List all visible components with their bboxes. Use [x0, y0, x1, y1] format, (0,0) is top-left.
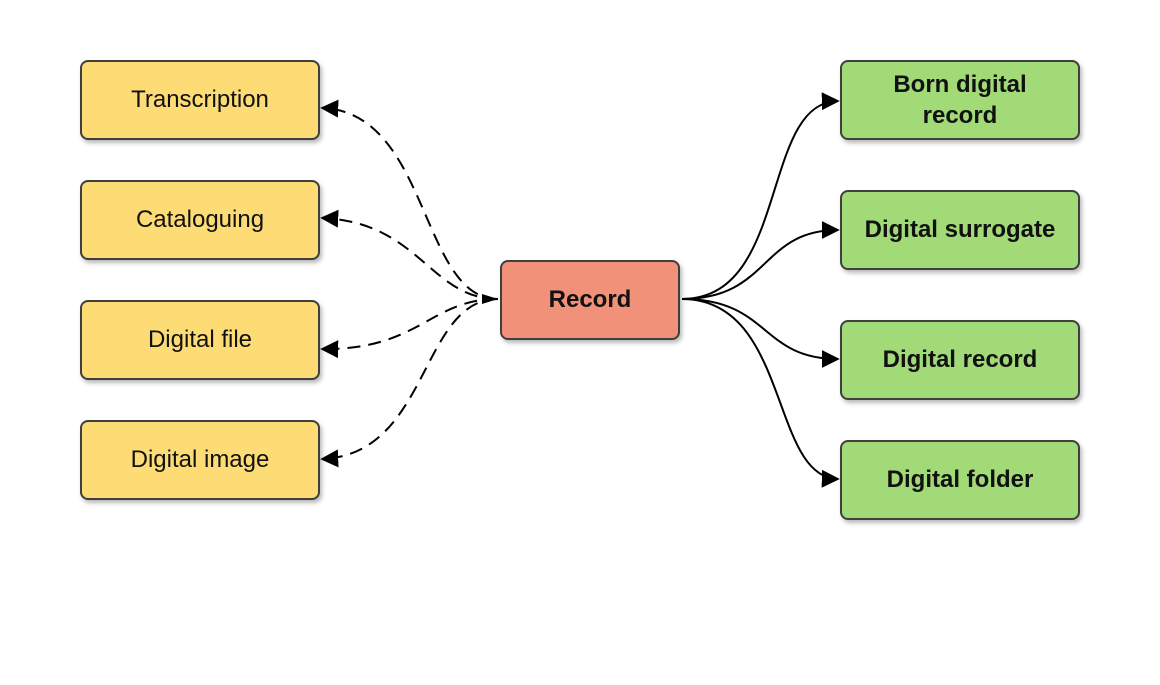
node-digital-folder: Digital folder	[840, 440, 1080, 520]
node-transcription-label: Transcription	[131, 86, 269, 114]
node-born-digital-record: Born digital record	[840, 60, 1080, 140]
node-digital-file: Digital file	[80, 300, 320, 380]
connector-record-cataloguing	[320, 209, 499, 300]
connector-hub-arrowhead	[482, 294, 498, 304]
node-record: Record	[500, 260, 680, 340]
node-digital-record: Digital record	[840, 320, 1080, 400]
node-digital-folder-label: Digital folder	[886, 466, 1034, 494]
node-digital-surrogate: Digital surrogate	[840, 190, 1080, 270]
node-digital-file-label: Digital file	[147, 326, 253, 354]
connector-record-born-digital	[681, 92, 840, 300]
connector-record-transcription	[320, 99, 499, 300]
node-digital-surrogate-label: Digital surrogate	[864, 216, 1056, 244]
node-digital-record-label: Digital record	[882, 346, 1038, 374]
node-cataloguing-label: Cataloguing	[135, 206, 265, 234]
node-cataloguing: Cataloguing	[80, 180, 320, 260]
connector-record-digital-surrogate	[681, 221, 840, 300]
node-born-digital-record-label: Born digital record	[893, 70, 1027, 129]
connector-record-digital-image	[320, 298, 499, 468]
node-digital-image-label: Digital image	[130, 446, 270, 474]
connector-record-digital-record	[681, 298, 840, 368]
node-digital-image: Digital image	[80, 420, 320, 500]
node-record-label: Record	[548, 286, 632, 314]
connector-record-digital-file	[320, 298, 499, 359]
node-transcription: Transcription	[80, 60, 320, 140]
connector-record-digital-folder	[681, 298, 840, 488]
